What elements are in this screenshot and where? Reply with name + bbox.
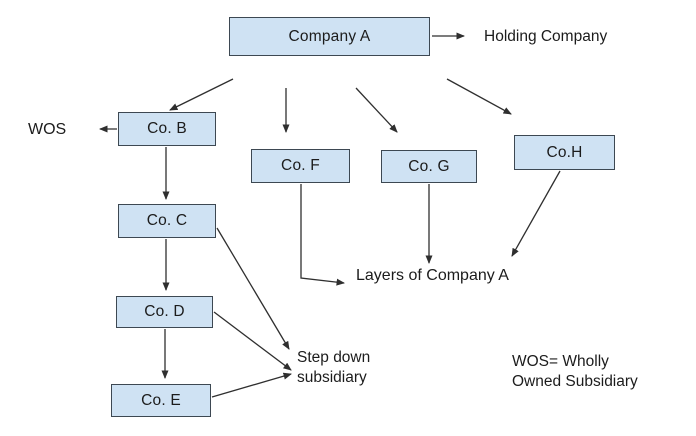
arrow-company-a-to-co-g	[355, 87, 398, 133]
arrow-co-h-to-layers	[511, 170, 561, 257]
node-co-d: Co. D	[116, 296, 213, 328]
wos-label: WOS	[28, 121, 67, 138]
node-co-g: Co. G	[381, 150, 477, 183]
wos-legend-label: WOS= Wholly Owned Subsidiary	[512, 353, 638, 390]
layers-of-company-a-label: Layers of Company A	[356, 267, 509, 284]
arrow-co-c-to-step-down	[216, 227, 290, 350]
node-co-f: Co. F	[251, 149, 350, 183]
node-co-b: Co. B	[118, 112, 216, 146]
arrow-co-e-to-step-down	[211, 372, 292, 398]
node-co-e: Co. E	[111, 384, 211, 417]
arrow-company-a-to-co-b	[169, 78, 234, 111]
node-co-c: Co. C	[118, 204, 216, 238]
arrow-co-f-to-layers	[300, 184, 345, 286]
arrow-co-d-to-step-down	[213, 311, 292, 371]
step-down-subsidiary-label: Step down subsidiary	[297, 349, 371, 386]
arrow-company-a-to-co-h	[446, 78, 512, 115]
node-company-a: Company A	[229, 17, 430, 56]
holding-company-label: Holding Company	[484, 28, 608, 45]
node-co-h: Co.H	[514, 135, 615, 170]
